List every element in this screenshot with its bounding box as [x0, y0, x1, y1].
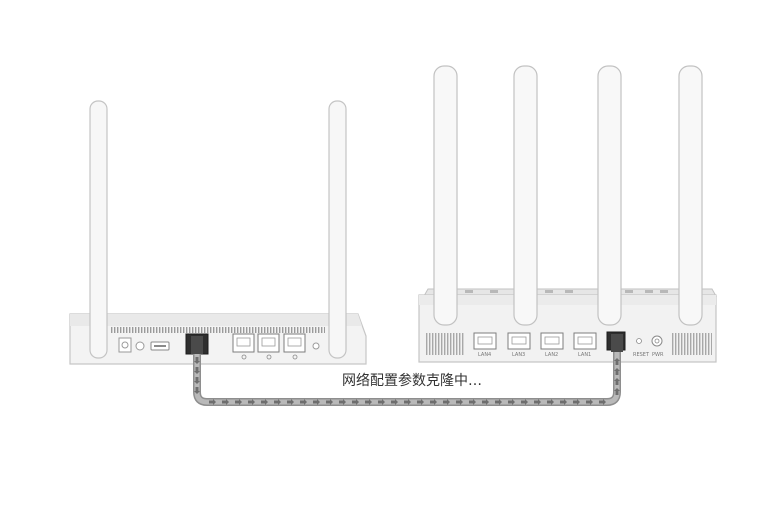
ethernet-cable — [191, 334, 623, 406]
cable-arrow-icon — [599, 399, 606, 405]
old-router-led — [312, 342, 320, 350]
old-router-cable-connector — [191, 336, 203, 354]
cable-arrow-icon — [573, 399, 580, 405]
cable-arrow-icon — [417, 399, 424, 405]
cable-arrow-icon — [274, 399, 281, 405]
lan1-label: LAN1 — [578, 352, 591, 358]
old-router-button — [135, 341, 145, 351]
cable-arrow-icon — [378, 399, 385, 405]
clone-status-message: 网络配置参数克隆中… — [342, 373, 482, 389]
cable-arrow-icon — [235, 399, 242, 405]
cable-arrow-icon — [313, 399, 320, 405]
cable-arrow-icon — [404, 399, 411, 405]
lan3-label: LAN3 — [512, 352, 525, 358]
cable-arrow-icon — [456, 399, 463, 405]
new-router-lan2-port — [540, 332, 564, 350]
lan4-label: LAN4 — [478, 352, 491, 358]
new-router-power-jack — [651, 335, 663, 347]
cable-arrow-icon — [482, 399, 489, 405]
new-router-antenna-3 — [597, 65, 622, 326]
cable-arrow-icon — [248, 399, 255, 405]
cable-arrow-icon — [614, 358, 620, 365]
old-router-lan-port — [257, 333, 280, 360]
cable-arrow-icon — [194, 377, 200, 384]
cable-arrow-icon — [261, 399, 268, 405]
cable-arrow-icon — [287, 399, 294, 405]
cable-arrow-icon — [430, 399, 437, 405]
new-router-lan3-port — [507, 332, 531, 350]
old-router-antenna-right — [328, 100, 347, 359]
cable-arrow-icon — [443, 399, 450, 405]
cable-arrow-icon — [469, 399, 476, 405]
new-router-lan-ports — [473, 332, 597, 350]
cable-arrow-icon — [391, 399, 398, 405]
new-router-antenna-2 — [513, 65, 538, 326]
cable-arrow-icon — [194, 357, 200, 364]
cable-arrow-icon — [560, 399, 567, 405]
new-router-antenna-1 — [433, 65, 458, 326]
cable-arrow-icon — [508, 399, 515, 405]
old-router-lan-ports — [232, 333, 306, 360]
reset-label: RESET — [633, 352, 650, 358]
old-router-lan-port — [232, 333, 255, 360]
new-router-reset-hole — [636, 338, 642, 344]
new-router-antenna-4 — [678, 65, 703, 326]
new-router-vent-left — [425, 333, 465, 355]
cable-arrow-icon — [547, 399, 554, 405]
cable-arrow-icon — [300, 399, 307, 405]
cable-arrow-icon — [614, 378, 620, 385]
cable-arrows — [194, 357, 620, 405]
old-router-lan-port — [283, 333, 306, 360]
old-router-power-jack — [118, 337, 132, 353]
new-router: LAN4 LAN3 LAN2 LAN1 RESET PWR — [418, 65, 717, 363]
new-router-lan4-port — [473, 332, 497, 350]
cable-arrow-icon — [222, 399, 229, 405]
lan2-label: LAN2 — [545, 352, 558, 358]
old-router — [69, 100, 367, 365]
cable-arrow-icon — [365, 399, 372, 405]
old-router-antenna-left — [89, 100, 108, 359]
cable-arrow-icon — [586, 399, 593, 405]
cable-arrow-icon — [521, 399, 528, 405]
cable-arrow-icon — [614, 368, 620, 375]
new-router-lan1-port — [573, 332, 597, 350]
cable-arrow-icon — [194, 367, 200, 374]
cable-arrow-icon — [209, 399, 216, 405]
cable-arrow-icon — [534, 399, 541, 405]
new-router-body — [418, 294, 717, 363]
cable-arrow-icon — [339, 399, 346, 405]
new-router-vent-right — [672, 333, 712, 355]
cable-arrow-icon — [352, 399, 359, 405]
cable-arrow-icon — [326, 399, 333, 405]
cable-arrow-icon — [495, 399, 502, 405]
power-label: PWR — [652, 352, 664, 358]
cable-arrow-icon — [614, 388, 620, 395]
old-router-vent — [110, 327, 325, 333]
new-router-cable-connector — [611, 334, 623, 352]
cable-arrow-icon — [194, 387, 200, 394]
